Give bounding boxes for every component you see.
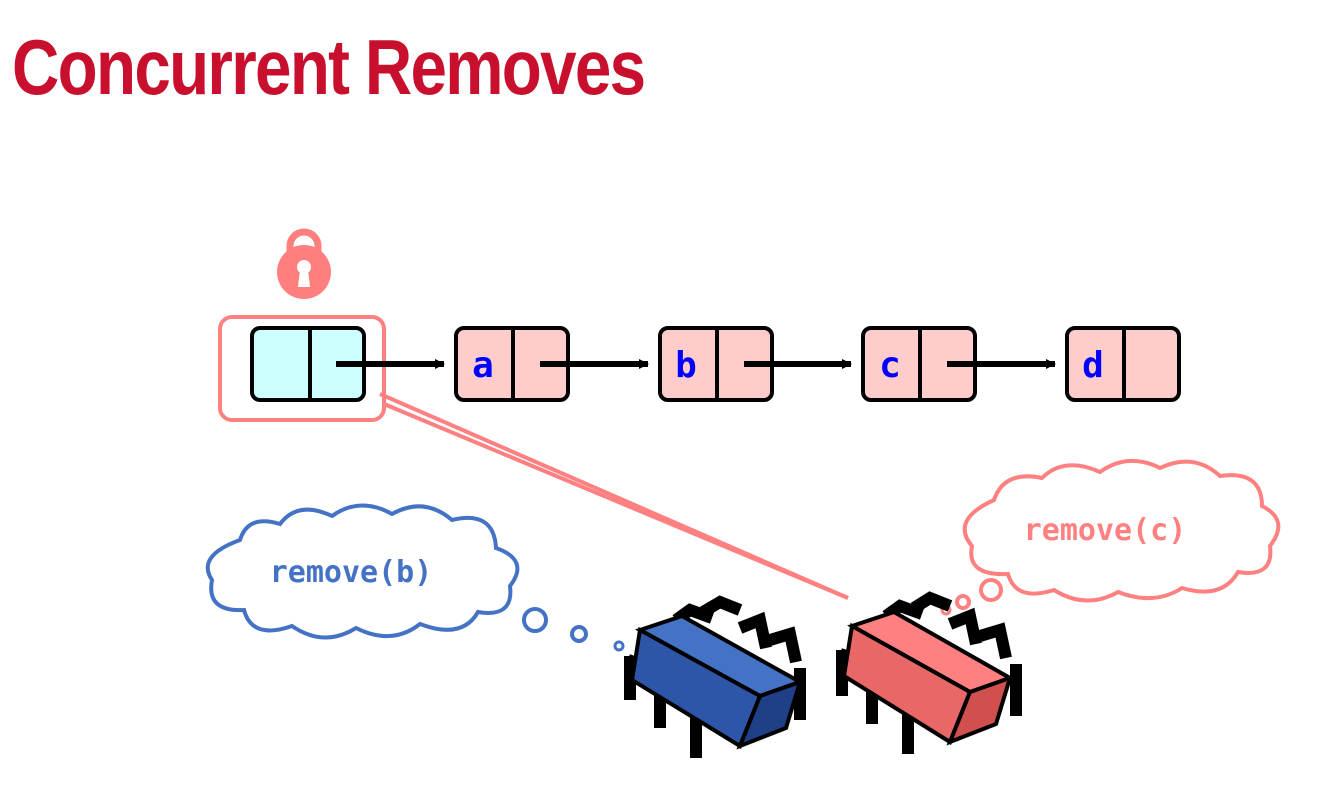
thought-text-red: remove(c) — [1024, 513, 1187, 548]
padlock-icon — [277, 228, 331, 299]
list-node: b — [658, 326, 774, 402]
processor-chip-icon — [836, 591, 1022, 754]
thought-bubble-red: remove(c) — [940, 458, 1281, 616]
node-key-label: a — [472, 345, 494, 386]
thought-text-blue: remove(b) — [270, 555, 433, 590]
list-node: d — [1065, 326, 1181, 402]
node-key-label: c — [879, 345, 901, 386]
thought-bubble-blue: remove(b) — [205, 503, 625, 652]
node-key-label: d — [1082, 345, 1104, 386]
node-key-label: b — [675, 345, 697, 386]
processor-chip-icon — [624, 595, 806, 758]
list-node: c — [861, 326, 977, 402]
lock-highlight — [218, 315, 386, 422]
slide-title: Concurrent Removes — [12, 23, 646, 111]
lock-owner-line — [383, 402, 849, 600]
